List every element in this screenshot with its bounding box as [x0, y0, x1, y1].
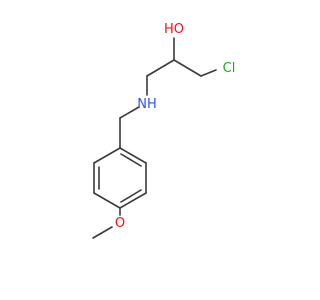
ring-bond — [119, 147, 147, 164]
bond-cl-ch2 — [200, 69, 217, 77]
bond-ch2-choh — [173, 59, 202, 77]
methoxy-oxygen-label: O — [115, 216, 125, 231]
ring-bond — [93, 147, 121, 164]
ring-double-bond — [120, 153, 142, 167]
molecule-structure: HO Cl NH O — [92, 22, 236, 239]
chlorine-label: Cl — [223, 61, 236, 76]
bond-choh-ch2 — [146, 59, 175, 77]
ring-bond — [119, 192, 147, 209]
bond-nh-benzyl — [119, 106, 140, 119]
amine-label: NH — [137, 97, 157, 112]
ring-bond — [93, 192, 121, 209]
bond-o-ch3 — [92, 226, 113, 239]
hydroxyl-label: HO — [164, 22, 184, 37]
ring-double-bond — [120, 189, 142, 203]
